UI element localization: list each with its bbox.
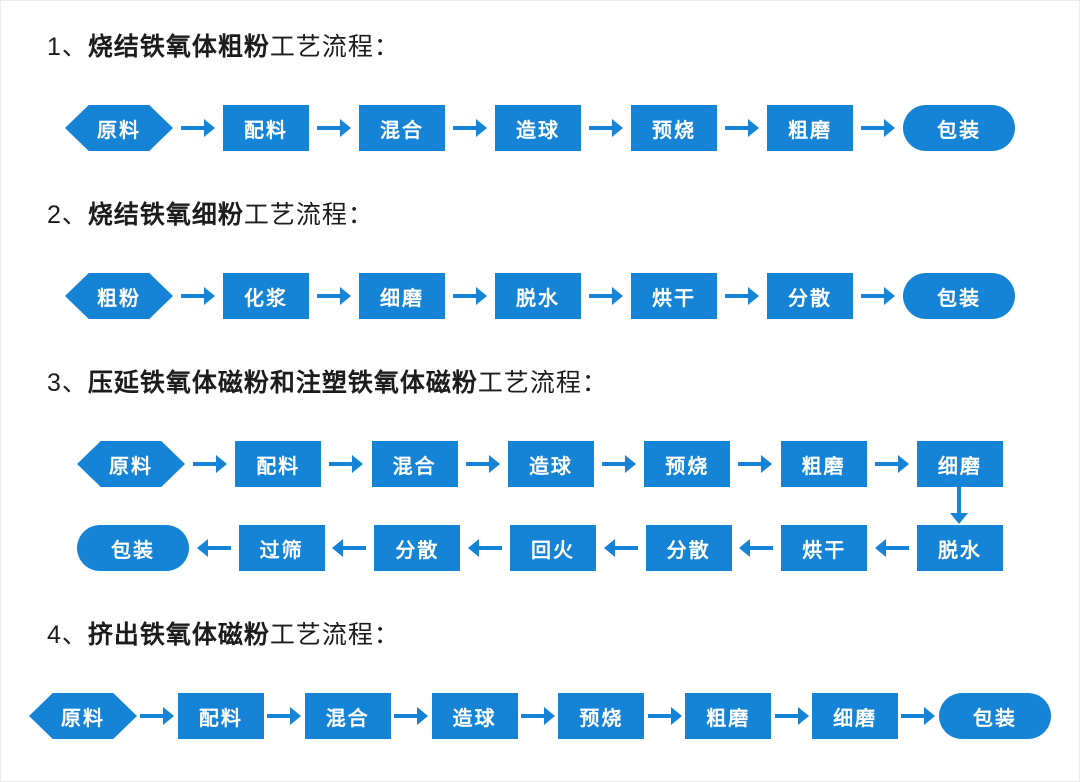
flow-section-4: 4、挤出铁氧体磁粉工艺流程： 原料配料混合造球预烧粗磨细磨包装 [1, 617, 1079, 739]
node-脱水: 脱水 [495, 273, 581, 319]
arrow-right-icon [589, 119, 623, 137]
node-混合: 混合 [304, 693, 391, 739]
arrow-right-icon [647, 707, 682, 725]
node-回火: 回火 [509, 525, 596, 571]
node-细磨: 细磨 [916, 441, 1003, 487]
node-包装: 包装 [938, 693, 1051, 739]
arrow-left-icon [332, 539, 367, 557]
flow-number: 3、 [47, 369, 88, 397]
node-配料: 配料 [177, 693, 264, 739]
flow-row-1: 粗粉 化浆 细磨 脱水 烘干 分散 包装 [1, 273, 1079, 319]
node-原料: 原料 [65, 105, 173, 151]
arrow-right-icon [861, 119, 895, 137]
node-包装: 包装 [903, 105, 1015, 151]
flow-rows: 粗粉 化浆 细磨 脱水 烘干 分散 包装 [1, 273, 1079, 319]
arrow-left-icon [468, 539, 503, 557]
arrow-right-icon [901, 707, 936, 725]
node-粗磨: 粗磨 [780, 441, 867, 487]
node-原料: 原料 [29, 693, 137, 739]
arrow-right-icon [738, 455, 773, 473]
flow-title-bold: 压延铁氧体磁粉和注塑铁氧体磁粉 [87, 369, 478, 397]
node-粗磨: 粗磨 [767, 105, 853, 151]
arrow-right-icon [329, 455, 364, 473]
node-分散: 分散 [374, 525, 461, 571]
arrow-left-icon [603, 539, 638, 557]
node-粗磨: 粗磨 [685, 693, 772, 739]
flow-title: 3、压延铁氧体磁粉和注塑铁氧体磁粉工艺流程： [47, 365, 1079, 401]
node-烘干: 烘干 [781, 525, 868, 571]
node-预烧: 预烧 [644, 441, 731, 487]
arrow-right-icon [181, 119, 215, 137]
node-造球: 造球 [507, 441, 594, 487]
node-细磨: 细磨 [359, 273, 445, 319]
flow-row-1: 原料 配料 混合 造球 预烧 粗磨 包装 [1, 105, 1079, 151]
node-脱水: 脱水 [916, 525, 1003, 571]
node-化浆: 化浆 [223, 273, 309, 319]
flow-row-1: 原料 配料 混合 造球 预烧 粗磨 细磨 [1, 441, 1079, 487]
flow-section-2: 2、烧结铁氧细粉工艺流程： 粗粉 化浆 细磨 脱水 烘干 分散 包装 [1, 197, 1079, 319]
node-烘干: 烘干 [631, 273, 717, 319]
flow-title-suffix: 工艺流程： [269, 33, 400, 61]
node-过筛: 过筛 [238, 525, 325, 571]
node-包装: 包装 [903, 273, 1015, 319]
flow-row-2: 包装 过筛 分散 回火 分散 烘干 脱水 [1, 525, 1079, 571]
arrow-right-icon [193, 455, 228, 473]
flow-number: 1、 [47, 33, 88, 61]
node-造球: 造球 [431, 693, 518, 739]
arrow-right-icon [267, 707, 302, 725]
flow-rows: 原料 配料 混合 造球 预烧 粗磨 细磨包装 过筛 分散 回火 分散 烘干 脱水 [1, 441, 1079, 571]
arrow-right-icon [774, 707, 809, 725]
arrow-right-icon [861, 287, 895, 305]
node-原料: 原料 [77, 441, 185, 487]
node-包装: 包装 [77, 525, 189, 571]
flow-title: 4、挤出铁氧体磁粉工艺流程： [47, 617, 1079, 653]
node-分散: 分散 [645, 525, 732, 571]
node-细磨: 细磨 [812, 693, 899, 739]
arrow-right-icon [453, 119, 487, 137]
arrow-right-icon [394, 707, 429, 725]
flow-title-suffix: 工艺流程： [269, 621, 400, 649]
arrow-right-icon [140, 707, 175, 725]
arrow-right-icon [317, 287, 351, 305]
node-粗粉: 粗粉 [65, 273, 173, 319]
flow-title-suffix: 工艺流程： [477, 369, 608, 397]
flow-title: 2、烧结铁氧细粉工艺流程： [47, 197, 1079, 233]
flow-section-1: 1、烧结铁氧体粗粉工艺流程： 原料 配料 混合 造球 预烧 粗磨 包装 [1, 29, 1079, 151]
arrow-right-icon [874, 455, 909, 473]
flow-section-3: 3、压延铁氧体磁粉和注塑铁氧体磁粉工艺流程： 原料 配料 混合 造球 预烧 粗磨 细磨包装 过筛… [1, 365, 1079, 571]
arrow-right-icon [725, 287, 759, 305]
arrow-right-icon [465, 455, 500, 473]
arrow-right-icon [453, 287, 487, 305]
flow-title-bold: 挤出铁氧体磁粉 [87, 621, 270, 649]
arrow-left-icon [739, 539, 774, 557]
arrow-left-icon [875, 539, 910, 557]
arrow-right-icon [181, 287, 215, 305]
arrow-right-icon [520, 707, 555, 725]
node-预烧: 预烧 [631, 105, 717, 151]
flow-title-bold: 烧结铁氧体粗粉 [87, 33, 270, 61]
flow-number: 4、 [47, 621, 88, 649]
node-配料: 配料 [223, 105, 309, 151]
flow-rows: 原料配料混合造球预烧粗磨细磨包装 [1, 693, 1079, 739]
flow-title-suffix: 工艺流程： [243, 201, 374, 229]
arrow-right-icon [589, 287, 623, 305]
node-配料: 配料 [235, 441, 322, 487]
flow-rows: 原料 配料 混合 造球 预烧 粗磨 包装 [1, 105, 1079, 151]
node-预烧: 预烧 [558, 693, 645, 739]
arrow-left-icon [196, 539, 231, 557]
node-造球: 造球 [495, 105, 581, 151]
node-混合: 混合 [359, 105, 445, 151]
flow-title: 1、烧结铁氧体粗粉工艺流程： [47, 29, 1079, 65]
arrow-right-icon [725, 119, 759, 137]
arrow-right-icon [602, 455, 637, 473]
flow-number: 2、 [47, 201, 88, 229]
flow-title-bold: 烧结铁氧细粉 [87, 201, 244, 229]
arrow-right-icon [317, 119, 351, 137]
flow-row-1: 原料配料混合造球预烧粗磨细磨包装 [1, 693, 1079, 739]
node-混合: 混合 [371, 441, 458, 487]
node-分散: 分散 [767, 273, 853, 319]
arrow-down-icon [950, 486, 968, 524]
